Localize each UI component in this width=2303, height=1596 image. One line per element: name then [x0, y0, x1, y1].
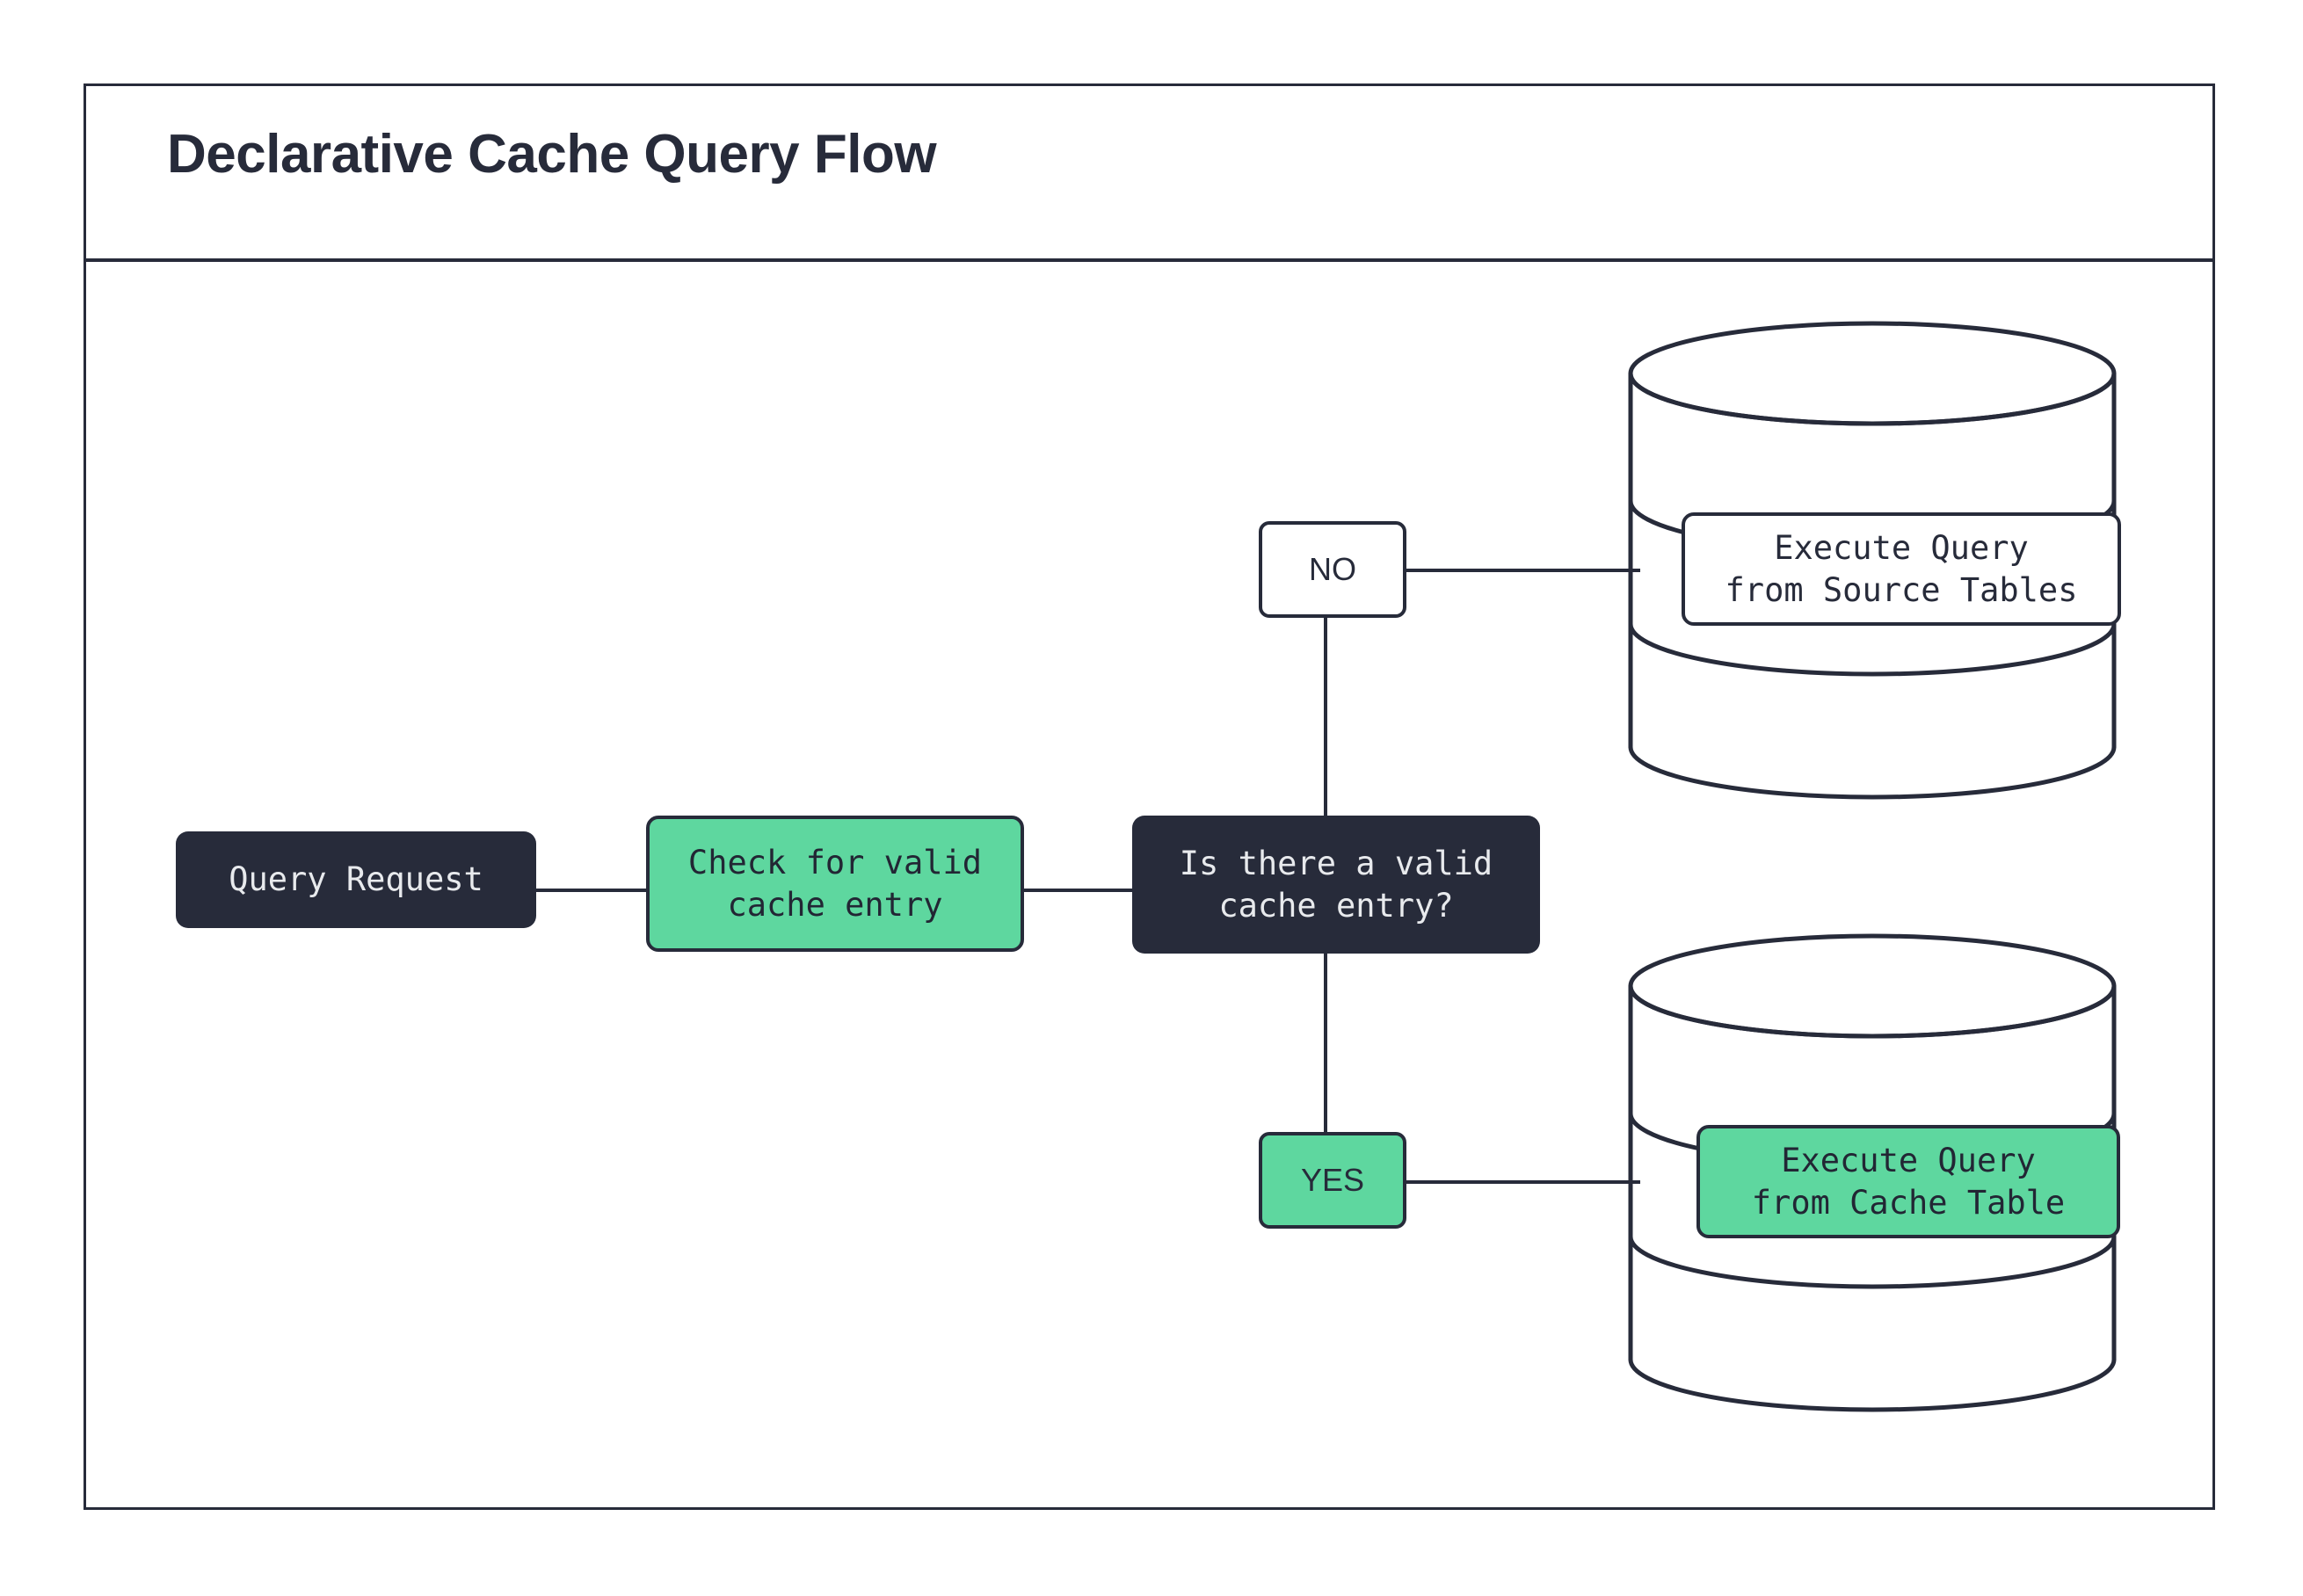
- node-execute-query-source-tables[interactable]: Execute Query from Source Tables: [1682, 512, 2121, 626]
- connector-check-to-decision: [1022, 889, 1135, 892]
- branch-label-no[interactable]: NO: [1259, 521, 1406, 618]
- node-is-there-valid-cache-entry[interactable]: Is there a valid cache entry?: [1132, 816, 1540, 954]
- page-title: Declarative Cache Query Flow: [167, 124, 937, 185]
- node-execute-query-cache-table[interactable]: Execute Query from Cache Table: [1696, 1125, 2120, 1238]
- cache-db-cylinder-icon: [1628, 933, 2117, 1412]
- node-check-for-valid-cache-entry[interactable]: Check for valid cache entry: [646, 816, 1024, 952]
- branch-label-yes[interactable]: YES: [1259, 1132, 1406, 1229]
- title-divider: [84, 258, 2215, 262]
- connector-decision-to-yes: [1324, 952, 1327, 1135]
- connector-request-to-check: [534, 889, 649, 892]
- connector-decision-to-no: [1324, 618, 1327, 818]
- cache-table-database: [1622, 933, 2149, 1412]
- connector-yes-to-cache-db: [1405, 1180, 1640, 1184]
- node-query-request[interactable]: Query Request: [176, 831, 536, 928]
- connector-no-to-source-db: [1405, 569, 1640, 572]
